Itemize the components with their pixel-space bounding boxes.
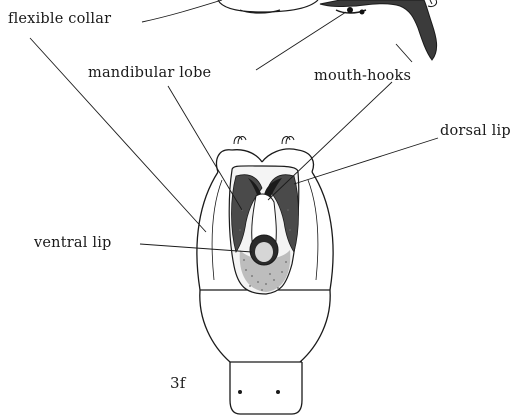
leader-mandibular-lobe [256, 12, 346, 70]
label-mouth-hooks: mouth-hooks [314, 69, 411, 84]
upper-head-fragment [218, 0, 318, 13]
neck-dots [238, 390, 280, 394]
leader-mandibular-lobe-inner [168, 86, 242, 210]
mouth-hook-fragment [320, 0, 437, 60]
label-ventral-lip: ventral lip [34, 236, 112, 251]
figure-number: 3f [170, 376, 186, 391]
leader-flexible-collar [142, 0, 222, 22]
label-dorsal-lip: dorsal lip [440, 124, 511, 139]
label-flexible-collar: flexible collar [8, 12, 111, 27]
antennal-knobs [234, 137, 294, 144]
oral-cavity [229, 166, 299, 294]
leader-mouth-hooks-upper [396, 44, 412, 62]
label-mandibular-lobe: mandibular lobe [88, 66, 211, 81]
leader-dorsal-lip [294, 138, 438, 184]
